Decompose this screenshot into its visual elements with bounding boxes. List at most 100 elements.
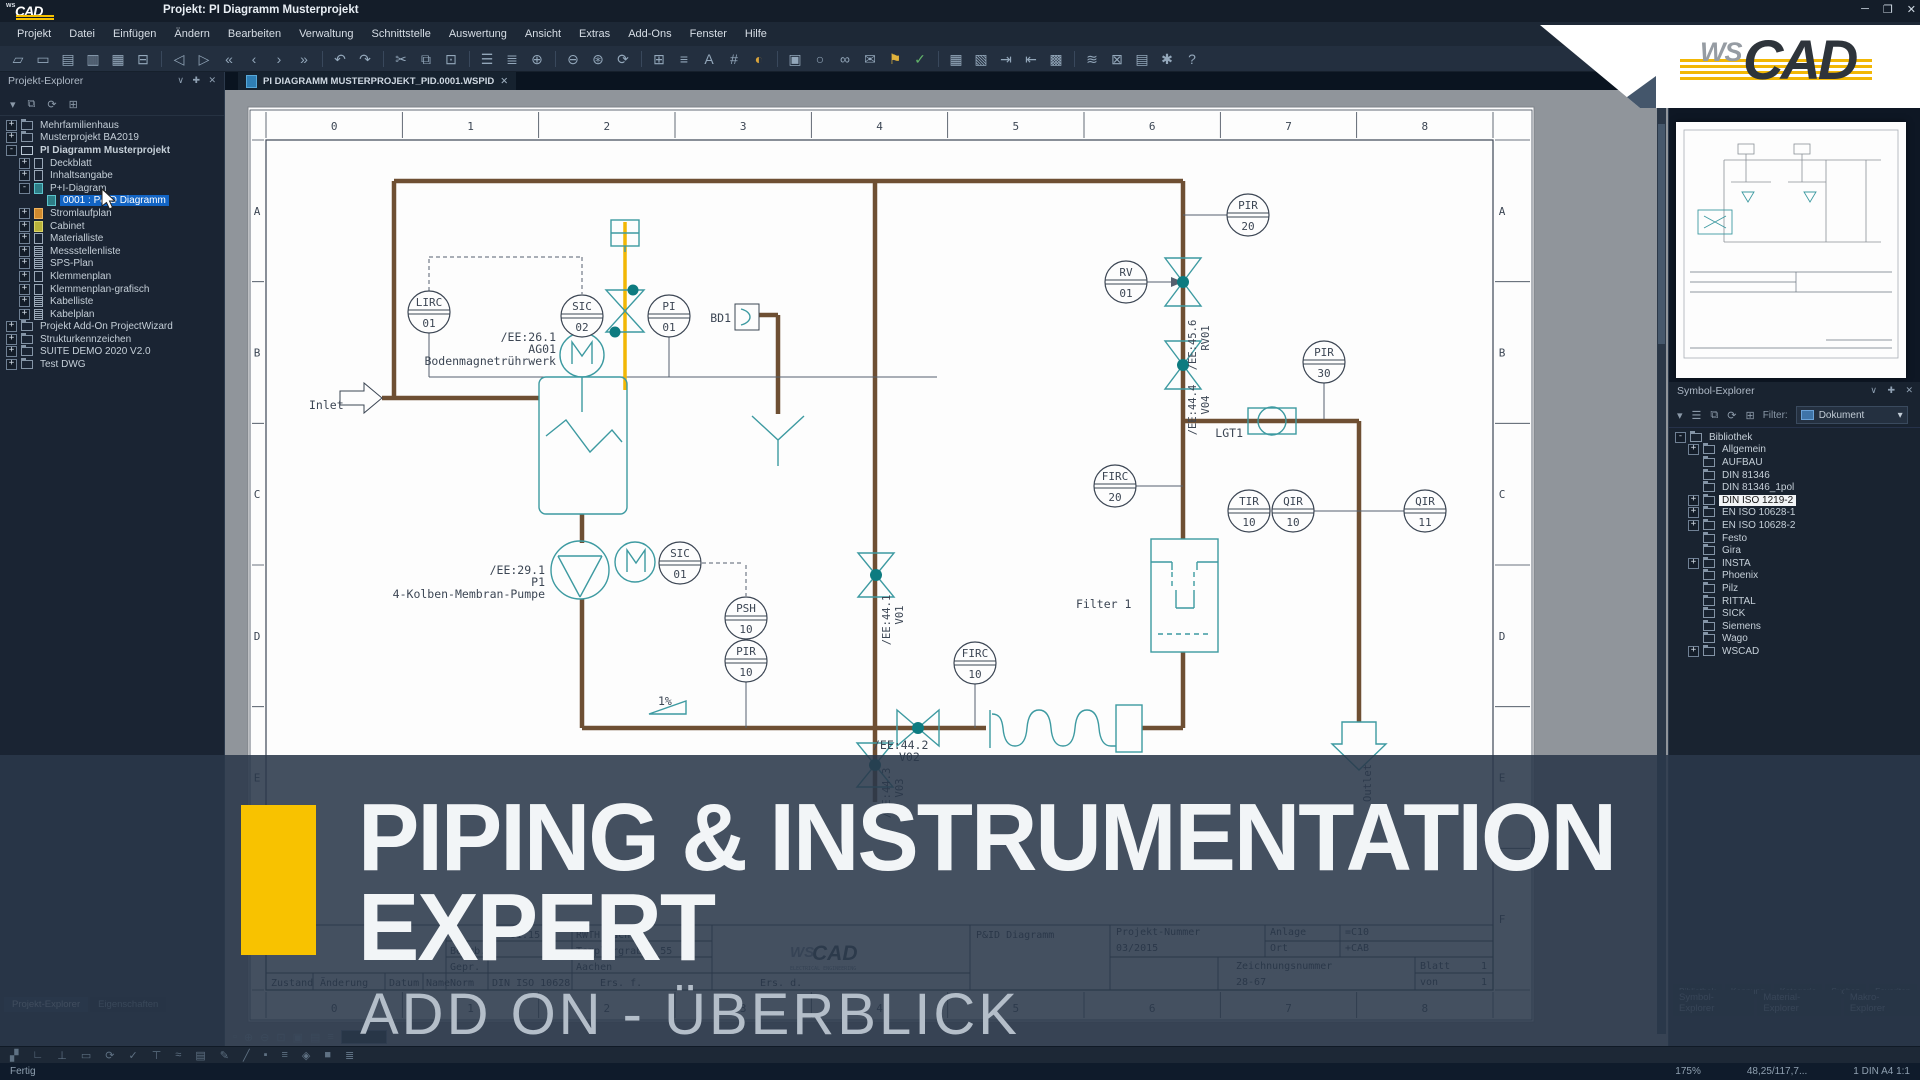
zoom-out-icon[interactable]: ⊖ <box>567 50 579 67</box>
project-tree-item[interactable]: +Strukturkennzeichen <box>0 332 224 346</box>
document-tab[interactable]: PI DIAGRAMM MUSTERPROJEKT_PID.0001.WSPID… <box>238 72 517 90</box>
pin-icon[interactable]: ✚ <box>192 75 200 85</box>
project-tree-item[interactable]: +Inhaltsangabe <box>0 169 224 182</box>
nav-back-icon[interactable]: ◁ <box>173 50 185 67</box>
menu--ndern[interactable]: Ändern <box>174 28 210 40</box>
text-tool-icon[interactable]: A <box>704 50 714 67</box>
menu-auswertung[interactable]: Auswertung <box>448 28 507 40</box>
new-document-icon[interactable]: ▱ <box>12 50 24 67</box>
project-toolbar-icon-2[interactable]: ⟳ <box>47 98 57 111</box>
project-tree-item[interactable]: +Kabelliste <box>0 295 224 308</box>
symbol-tree-item[interactable]: RITTAL <box>1669 594 1920 608</box>
open-project-icon[interactable]: ▭ <box>36 50 50 67</box>
project-tree-item[interactable]: +Materialliste <box>0 232 224 245</box>
report-icon[interactable]: ▤ <box>1135 50 1149 67</box>
save-icon[interactable]: ▤ <box>61 50 75 67</box>
restore-button[interactable]: ❐ <box>1882 4 1893 16</box>
menu-schnittstelle[interactable]: Schnittstelle <box>371 28 431 40</box>
paste-icon[interactable]: ⊡ <box>445 50 457 67</box>
expand-icon[interactable]: + <box>19 296 30 308</box>
bottom-tool-icon-15[interactable]: ≣ <box>345 1049 355 1062</box>
symbol-tree-item[interactable]: Siemens <box>1669 619 1920 633</box>
export-icon[interactable]: ⇥ <box>1000 50 1012 67</box>
menu-ansicht[interactable]: Ansicht <box>524 28 561 40</box>
project-tree-item[interactable]: +Kabelplan <box>0 308 224 321</box>
close-icon[interactable]: ✕ <box>1905 385 1913 395</box>
menu-hilfe[interactable]: Hilfe <box>744 28 767 40</box>
menu-extras[interactable]: Extras <box>579 28 611 40</box>
close-button[interactable]: ✕ <box>1906 4 1916 16</box>
symbol-tree-item[interactable]: +Allgemein <box>1669 443 1920 457</box>
page-first-icon[interactable]: « <box>225 50 233 67</box>
expand-icon[interactable]: + <box>19 245 30 257</box>
menu-datei[interactable]: Datei <box>69 28 95 40</box>
layers-icon[interactable]: ≡ <box>679 50 689 67</box>
bottom-tool-icon-14[interactable]: ■ <box>324 1049 332 1061</box>
cut-icon[interactable]: ✂ <box>395 50 407 67</box>
menu-einf-gen[interactable]: Einfügen <box>112 28 157 40</box>
expand-icon[interactable]: + <box>1688 507 1699 519</box>
expand-icon[interactable]: + <box>19 258 30 270</box>
menu-projekt[interactable]: Projekt <box>17 28 52 40</box>
rupture-disc-bd1[interactable] <box>734 303 760 331</box>
project-toolbar-icon-0[interactable]: ▾ <box>10 98 16 111</box>
expand-icon[interactable]: + <box>1688 519 1699 531</box>
link-icon[interactable]: ∞ <box>840 50 850 67</box>
expand-icon[interactable]: + <box>19 308 30 320</box>
inline-pump-lgt1[interactable] <box>1247 407 1297 435</box>
symbol-tree-item[interactable]: AUFBAU <box>1669 455 1920 469</box>
valve-v01[interactable] <box>856 552 896 598</box>
mail-icon[interactable]: ✉ <box>864 50 876 67</box>
page-prev-icon[interactable]: ‹ <box>251 50 257 67</box>
minimize-button[interactable]: ─ <box>1861 3 1869 15</box>
project-tree-item[interactable]: +Stromlaufplan <box>0 207 224 220</box>
menu-fenster[interactable]: Fenster <box>689 28 727 40</box>
refresh-icon[interactable]: ⟳ <box>617 50 629 67</box>
collapse-icon[interactable]: - <box>6 144 17 156</box>
bottom-tool-icon-6[interactable]: ⊤ <box>151 1049 162 1062</box>
bottom-tool-icon-3[interactable]: ▭ <box>80 1049 92 1062</box>
save-as-icon[interactable]: ▥ <box>86 50 100 67</box>
symbol-tree-item[interactable]: Festo <box>1669 531 1920 545</box>
zoom-fit-icon[interactable]: ⊛ <box>592 50 604 67</box>
project-tree-item[interactable]: +Cabinet <box>0 220 224 233</box>
save-all-icon[interactable]: ▦ <box>111 50 125 67</box>
instrument-rv-01[interactable]: RV01 <box>1104 260 1148 304</box>
plc-icon[interactable]: ▩ <box>1049 50 1063 67</box>
filter-dropdown[interactable]: Dokument ▾ <box>1795 406 1908 424</box>
bottom-tool-icon-11[interactable]: ▪ <box>263 1049 268 1061</box>
bottom-tool-icon-8[interactable]: ▤ <box>195 1049 206 1062</box>
symbol-tree-item[interactable]: SICK <box>1669 607 1920 620</box>
chevron-down-icon[interactable]: ∨ <box>177 75 184 85</box>
symbol-tree-item[interactable]: +WSCAD <box>1669 644 1920 658</box>
tab-close-icon[interactable]: ✕ <box>500 75 509 87</box>
collapse-icon[interactable]: - <box>1675 431 1686 443</box>
bottom-tool-icon-13[interactable]: ◈ <box>301 1049 311 1062</box>
list-view-icon[interactable]: ≣ <box>506 50 518 67</box>
pump-motor[interactable] <box>614 541 656 583</box>
project-tree-item[interactable]: +Deckblatt <box>0 157 224 170</box>
expand-icon[interactable]: + <box>19 207 30 219</box>
zoom-in-icon[interactable]: ⊕ <box>531 50 543 67</box>
symbol-tree-item[interactable]: Phoenix <box>1669 569 1920 583</box>
bottom-tool-icon-10[interactable]: ╱ <box>242 1049 250 1062</box>
flag-icon[interactable]: ⚑ <box>888 50 902 67</box>
grid-icon[interactable]: ⊞ <box>653 50 665 67</box>
expand-icon[interactable]: + <box>6 321 17 333</box>
nav-forward-icon[interactable]: ▷ <box>198 50 210 67</box>
page-last-icon[interactable]: » <box>300 50 308 67</box>
bottom-tool-icon-9[interactable]: ✎ <box>219 1049 229 1062</box>
canvas-scrollbar[interactable] <box>1657 94 1666 1034</box>
symbol-tree-item[interactable]: -Bibliothek <box>1669 430 1920 444</box>
help-icon[interactable]: ? <box>1188 50 1196 67</box>
properties-icon[interactable]: ☰ <box>480 50 494 67</box>
project-tree-item[interactable]: -P+I-Diagram <box>0 182 224 195</box>
expand-icon[interactable]: + <box>1688 557 1699 569</box>
